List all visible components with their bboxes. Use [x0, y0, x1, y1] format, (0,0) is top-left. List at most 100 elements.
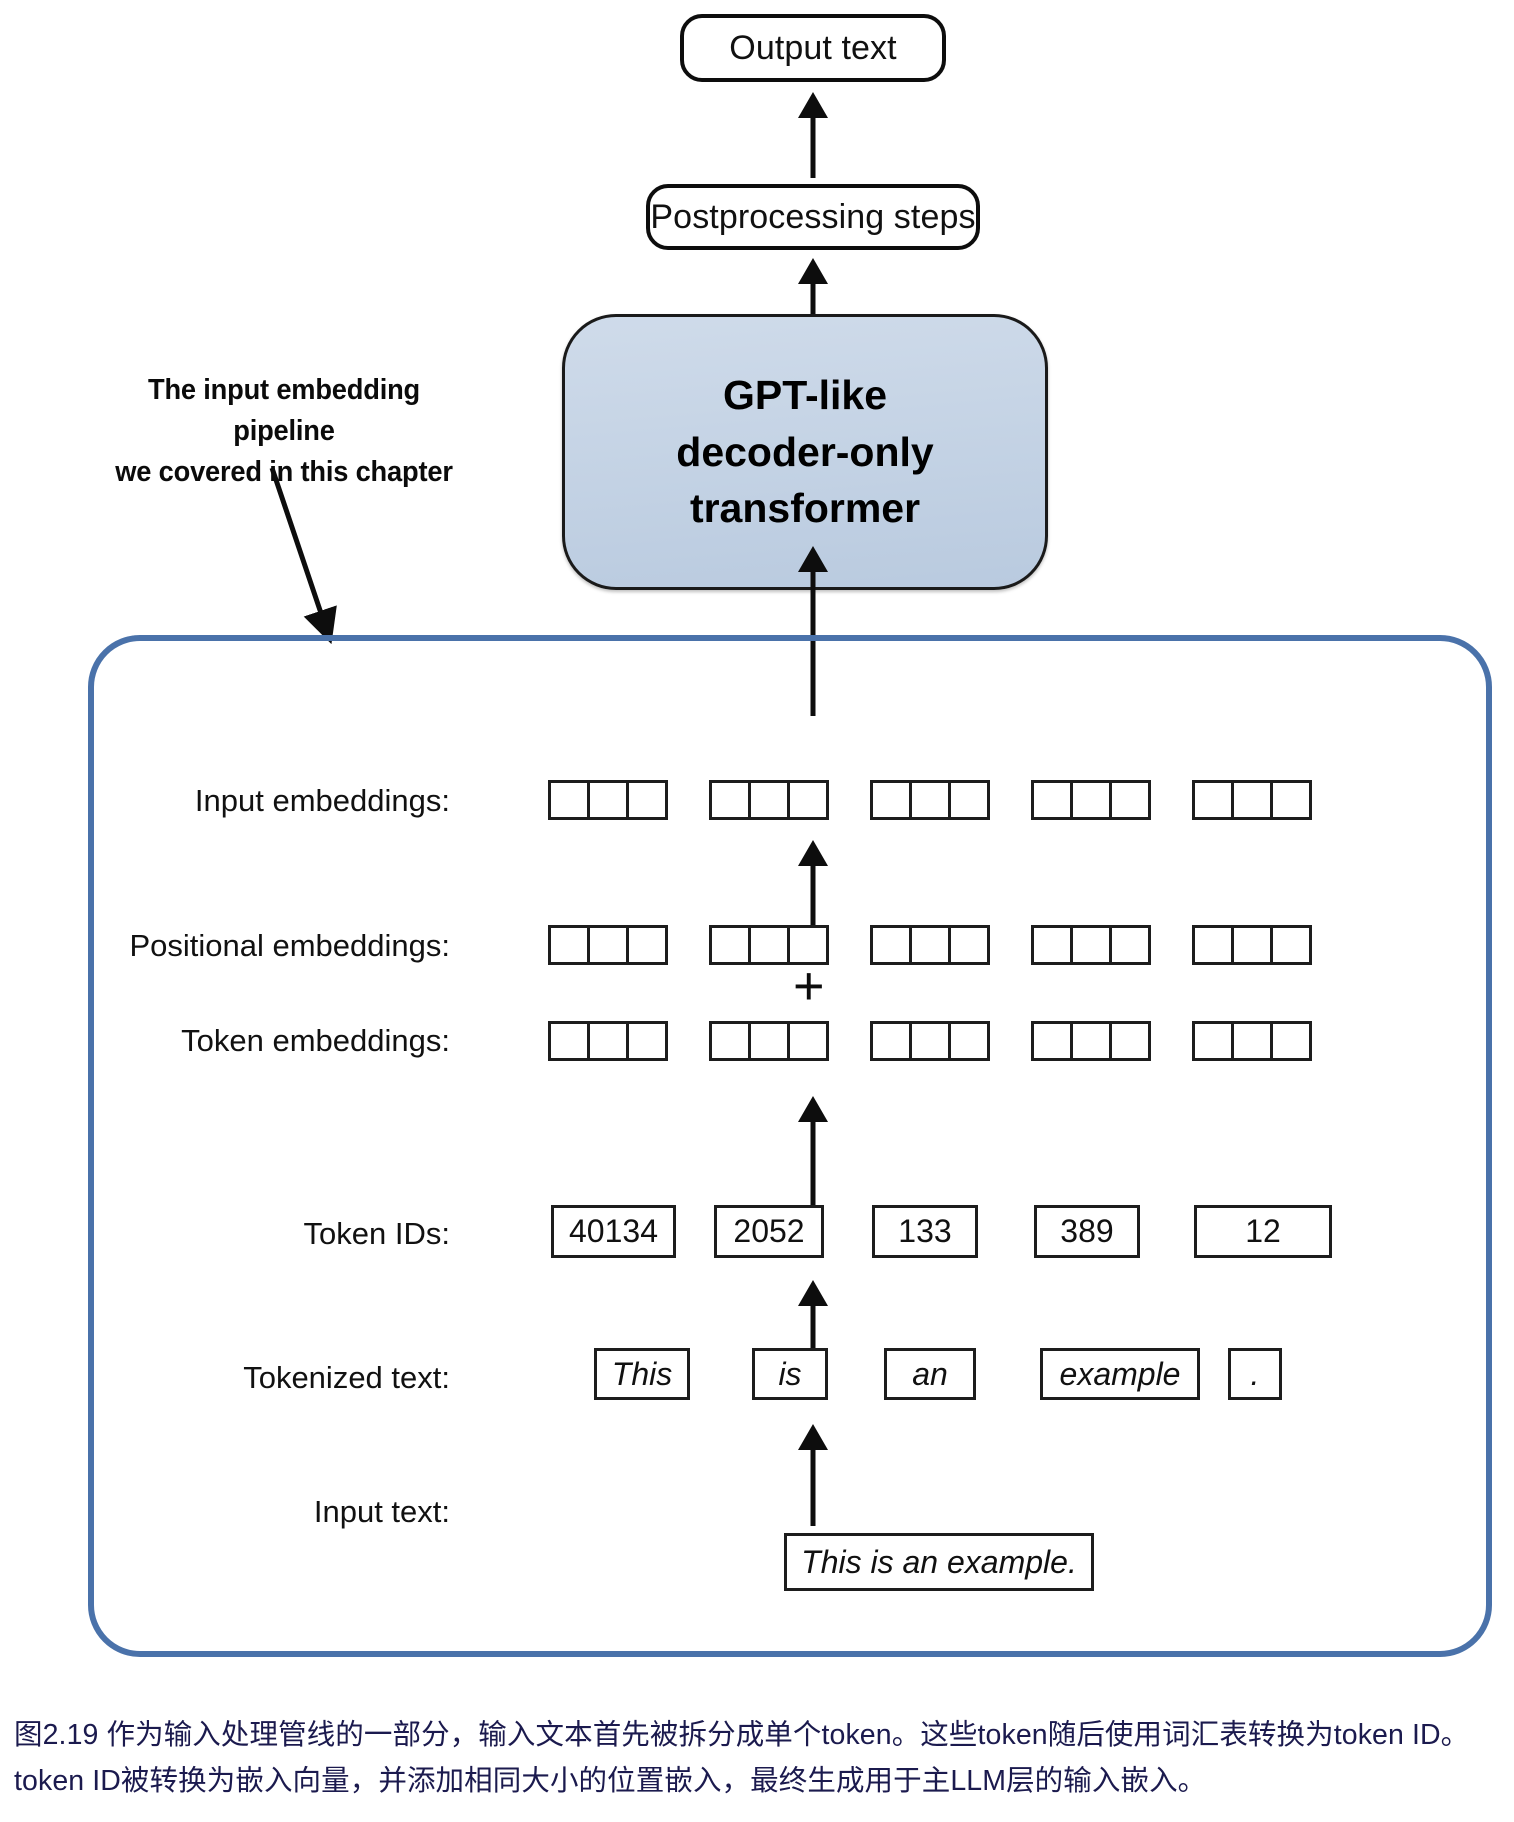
embedding-cell [787, 925, 829, 965]
arrow-embeddings-to-transformer [798, 546, 828, 716]
token-id-box-1: 40134 [551, 1205, 676, 1258]
positional-embeddings-group-3 [870, 925, 990, 965]
embedding-cell [748, 925, 790, 965]
embedding-cell [709, 925, 751, 965]
embedding-cell [1031, 780, 1073, 820]
input-embeddings-group-5 [1192, 780, 1312, 820]
tokenized-text-box-3: an [884, 1348, 976, 1400]
embedding-cell [1270, 925, 1312, 965]
embedding-cell [587, 780, 629, 820]
positional-embeddings-group-2 [709, 925, 829, 965]
embedding-cell [1192, 1021, 1234, 1061]
embedding-cell [909, 1021, 951, 1061]
token-embeddings-group-5 [1192, 1021, 1312, 1061]
token-id-box-2: 2052 [714, 1205, 824, 1258]
embedding-cell [587, 925, 629, 965]
embedding-cell [626, 1021, 668, 1061]
embedding-cell [1031, 1021, 1073, 1061]
token-id-box-5: 12 [1194, 1205, 1332, 1258]
row-label-tokenized-text: Tokenized text: [243, 1360, 450, 1395]
row-label-positional-embeddings: Positional embeddings: [129, 928, 450, 963]
positional-embeddings-group-1 [548, 925, 668, 965]
row-label-input-embeddings: Input embeddings: [194, 783, 450, 818]
arrow-transformer-to-postprocessing [798, 258, 828, 318]
annotation-callout: The input embedding pipeline we covered … [96, 370, 472, 494]
positional-embeddings-group-5 [1192, 925, 1312, 965]
gpt-transformer-label: GPT-like decoder-only transformer [676, 367, 933, 537]
output-text-box: Output text [680, 14, 946, 82]
embedding-cell [748, 780, 790, 820]
embedding-cell [1070, 1021, 1112, 1061]
embedding-cell [787, 1021, 829, 1061]
tokenized-text-box-2: is [752, 1348, 828, 1400]
transformer-line-3: transformer [689, 485, 921, 532]
positional-embeddings-group-4 [1031, 925, 1151, 965]
embedding-cell [1109, 780, 1151, 820]
embedding-cell [1031, 925, 1073, 965]
embedding-cell [1070, 780, 1112, 820]
embedding-cell [948, 780, 990, 820]
embedding-cell [909, 925, 951, 965]
embedding-cell [1109, 925, 1151, 965]
postprocessing-steps-box: Postprocessing steps [646, 184, 980, 250]
embedding-cell [1270, 1021, 1312, 1061]
input-embeddings-group-3 [870, 780, 990, 820]
arrow-input-text-to-tokenized [798, 1424, 828, 1526]
embedding-cell [626, 780, 668, 820]
embedding-cell [548, 780, 590, 820]
row-label-token-embeddings: Token embeddings: [181, 1023, 450, 1058]
tokenized-text-box-1: This [594, 1348, 690, 1400]
embedding-cell [548, 1021, 590, 1061]
row-label-input-text: Input text: [313, 1494, 450, 1529]
row-label-token-ids: Token IDs: [303, 1216, 450, 1251]
embedding-cell [948, 925, 990, 965]
annotation-arrow [269, 467, 337, 645]
embedding-cell [1270, 780, 1312, 820]
postprocessing-steps-label: Postprocessing steps [650, 197, 976, 236]
embedding-cell [1192, 925, 1234, 965]
token-embeddings-group-4 [1031, 1021, 1151, 1061]
embedding-cell [626, 925, 668, 965]
embedding-cell [1192, 780, 1234, 820]
input-embedding-pipeline-box [88, 635, 1492, 1657]
embedding-cell [1070, 925, 1112, 965]
gpt-transformer-block: GPT-like decoder-only transformer [562, 314, 1048, 590]
embedding-cell [587, 1021, 629, 1061]
embedding-cell [787, 780, 829, 820]
embedding-cell [709, 1021, 751, 1061]
embedding-cell [1231, 780, 1273, 820]
arrow-postprocessing-to-output [798, 92, 828, 178]
transformer-line-1: GPT-like [722, 372, 888, 419]
embedding-cell [548, 925, 590, 965]
input-embeddings-group-2 [709, 780, 829, 820]
embedding-cell [870, 925, 912, 965]
tokenized-text-box-5: . [1228, 1348, 1282, 1400]
embedding-cell [748, 1021, 790, 1061]
embedding-cell [870, 780, 912, 820]
arrow-sum-to-input-embeddings [798, 840, 828, 952]
output-text-label: Output text [729, 28, 897, 67]
annotation-line-1: The input embedding pipeline [147, 374, 421, 448]
embedding-cell [1109, 1021, 1151, 1061]
token-embeddings-group-1 [548, 1021, 668, 1061]
embedding-cell [909, 780, 951, 820]
input-embeddings-group-1 [548, 780, 668, 820]
figure-caption: 图2.19 作为输入处理管线的一部分，输入文本首先被拆分成单个token。这些t… [14, 1719, 1470, 1798]
embedding-cell [870, 1021, 912, 1061]
embedding-cell [1231, 925, 1273, 965]
embedding-cell [709, 780, 751, 820]
embedding-cell [948, 1021, 990, 1061]
transformer-line-2: decoder-only [676, 428, 934, 475]
input-text-box: This is an example. [784, 1533, 1094, 1591]
arrow-tokenized-to-token-ids [798, 1280, 828, 1382]
input-embeddings-group-4 [1031, 780, 1151, 820]
token-embeddings-group-3 [870, 1021, 990, 1061]
annotation-line-2: we covered in this chapter [115, 456, 453, 489]
plus-operator: + [793, 956, 825, 1016]
embedding-cell [1231, 1021, 1273, 1061]
token-embeddings-group-2 [709, 1021, 829, 1061]
token-id-box-3: 133 [872, 1205, 978, 1258]
token-id-box-4: 389 [1034, 1205, 1140, 1258]
arrow-token-ids-to-token-embeddings [798, 1096, 828, 1224]
